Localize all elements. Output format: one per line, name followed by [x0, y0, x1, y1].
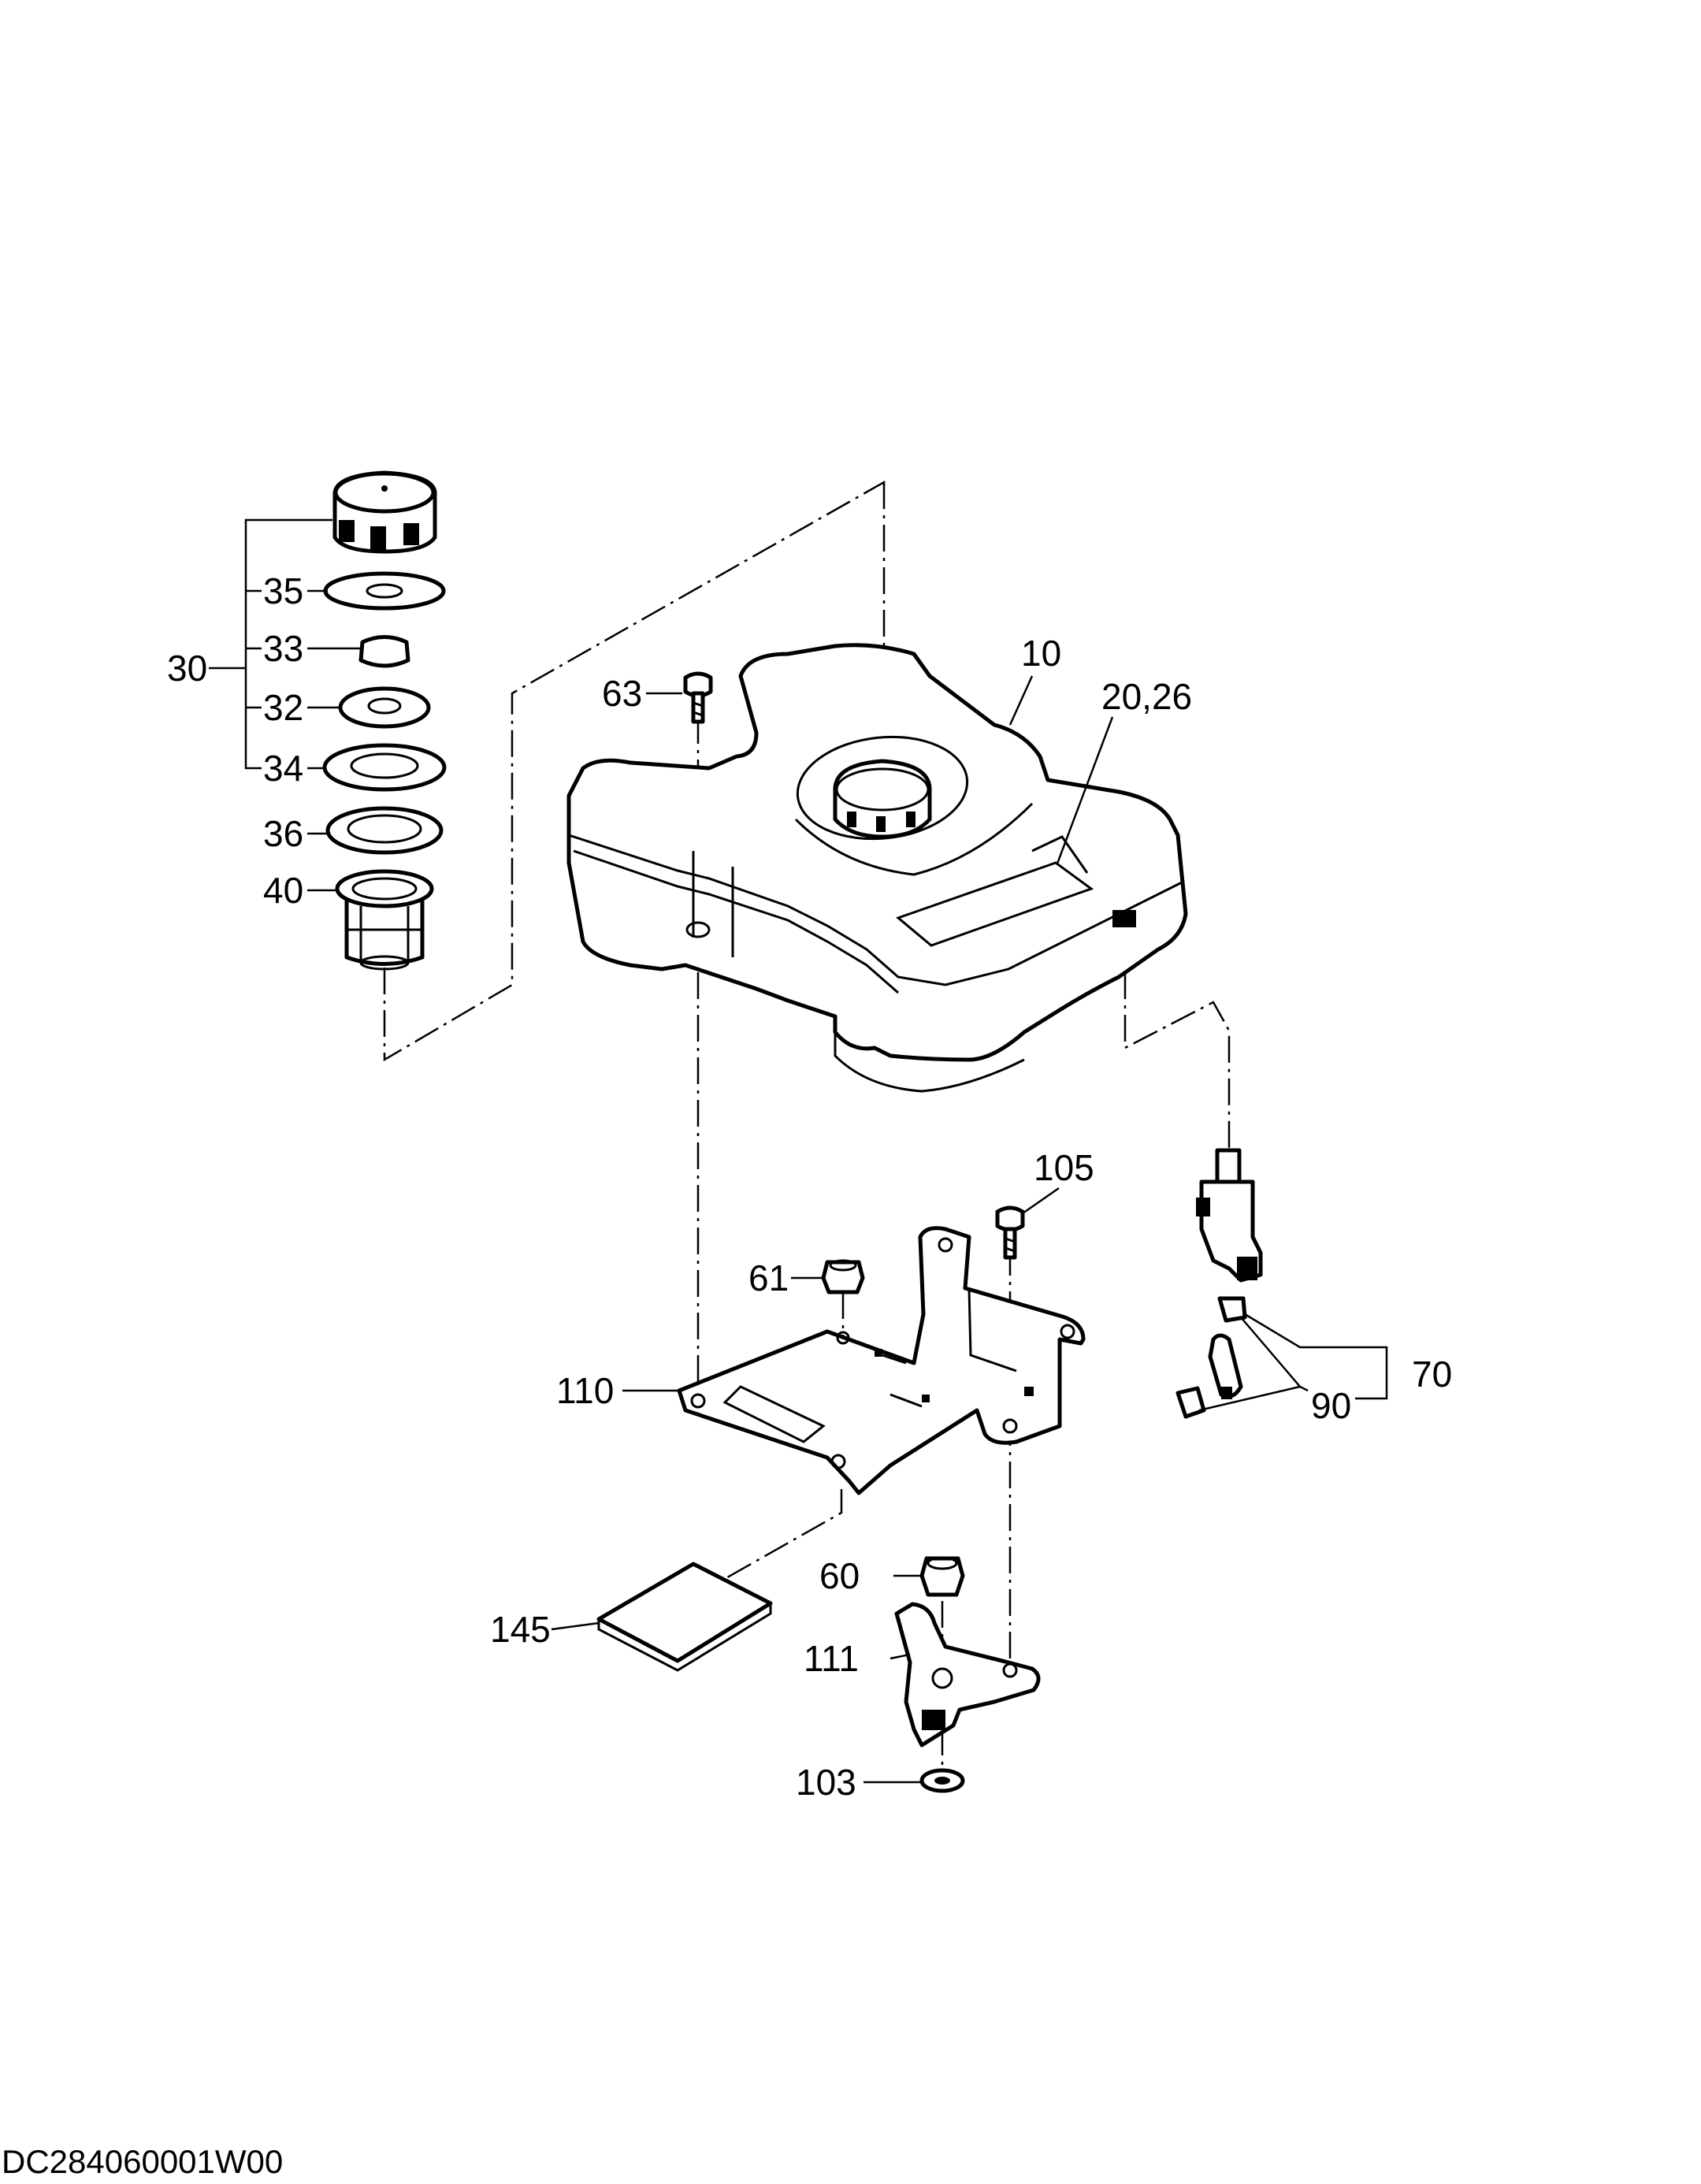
callout-30: 30: [167, 648, 207, 689]
callout-10: 10: [1021, 633, 1061, 674]
drawing-code: DC284060001W00: [2, 2143, 283, 2180]
callout-110: 110: [556, 1370, 614, 1411]
fuel-cap: [332, 470, 437, 554]
callout-61: 61: [748, 1257, 789, 1298]
callout-111: 111: [804, 1638, 859, 1679]
fuel-tank: [566, 643, 1188, 1093]
callout-103: 103: [796, 1762, 856, 1803]
fuel-pipe: [1175, 1296, 1247, 1419]
cap-gasket: [322, 743, 447, 792]
callout-40: 40: [263, 870, 303, 911]
nut-60: [919, 1556, 965, 1597]
tank-bracket: [677, 1226, 1086, 1495]
cap-plate: [338, 686, 431, 729]
callout-36: 36: [263, 813, 303, 854]
nut-61: [821, 1259, 865, 1294]
callout-63: 63: [602, 673, 642, 714]
stay-111: [894, 1602, 1041, 1748]
cap-plug: [358, 635, 410, 668]
callout-34: 34: [263, 748, 303, 789]
callout-90: 90: [1311, 1385, 1351, 1426]
callout-32: 32: [263, 687, 303, 728]
cap-ring: [325, 806, 444, 855]
pad-145: [596, 1562, 773, 1672]
callout-145: 145: [490, 1609, 551, 1650]
callout-105: 105: [1034, 1147, 1094, 1188]
washer-103: [919, 1768, 965, 1793]
callout-20-26: 20,26: [1101, 676, 1192, 717]
callouts: 10 20,26 30 35 33 32 34 36 40 63 105 61 …: [167, 570, 1452, 1803]
callout-33: 33: [263, 628, 303, 669]
callout-60: 60: [819, 1555, 860, 1596]
bolt-105: [995, 1205, 1025, 1260]
callout-70: 70: [1412, 1354, 1452, 1395]
cap-packing: [323, 571, 446, 611]
leader-lines: [209, 518, 1388, 1784]
fuel-cock: [1196, 1148, 1263, 1283]
bolt-63: [683, 671, 713, 724]
fuel-strainer: [335, 869, 434, 971]
callout-35: 35: [263, 570, 303, 611]
